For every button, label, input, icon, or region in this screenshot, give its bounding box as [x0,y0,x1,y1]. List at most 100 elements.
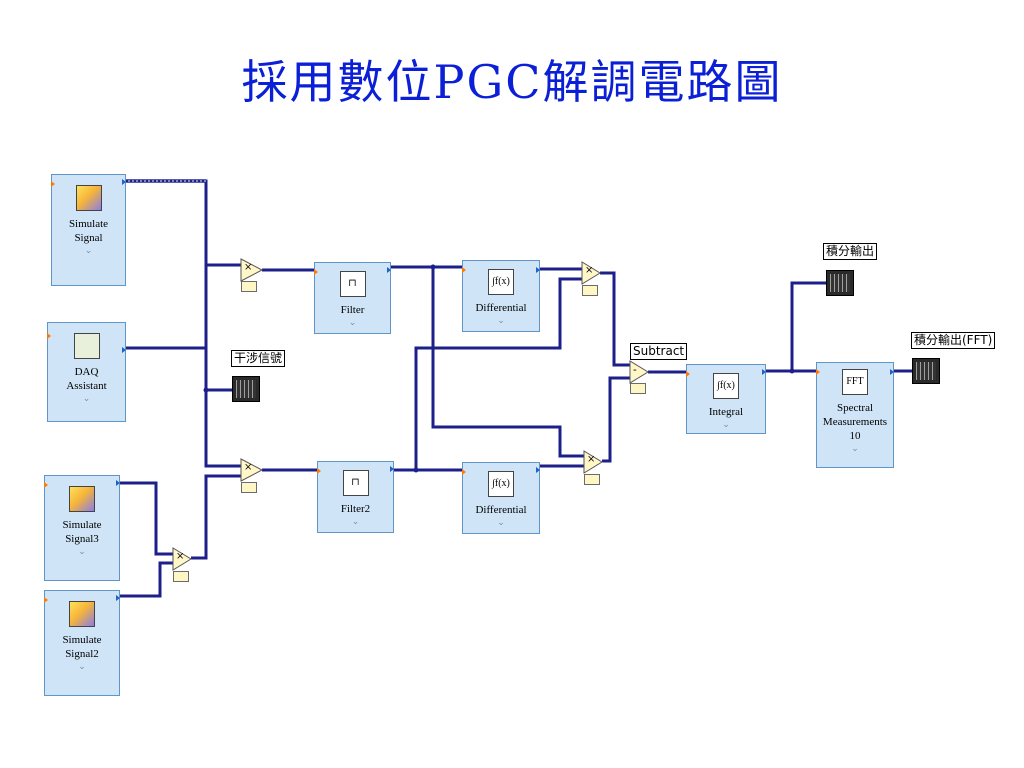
wire-mult-lower-out [191,474,243,560]
wire-sim3 [118,481,174,556]
junction-dot [789,368,795,374]
wire-mult3-sub [600,271,630,367]
differential-icon: ∫f(x) [488,269,514,295]
terminal-out-icon [536,267,540,273]
terminal-in-icon [816,369,820,375]
fft-icon: FFT [842,369,868,395]
waveform-graph-icon[interactable] [826,270,854,296]
expand-chevron-icon[interactable]: ⌄ [78,661,86,671]
terminal-out-icon [536,467,540,473]
block-simulate-signal2[interactable]: Simulate Signal2 ⌄ [44,590,120,696]
multiply-node-1 [240,258,264,282]
multiply-node-2 [240,458,264,482]
differential-icon: ∫f(x) [488,471,514,497]
expand-chevron-icon[interactable]: ⌄ [78,546,86,556]
op-tag-icon [630,383,646,394]
terminal-in-icon [462,267,466,273]
integral-icon: ∫f(x) [713,373,739,399]
multiply-symbol-2: × [244,462,253,473]
block-differential-top[interactable]: ∫f(x) Differential ⌄ [462,260,540,332]
expand-chevron-icon[interactable]: ⌄ [84,245,93,255]
block-daq-assistant[interactable]: DAQ Assistant ⌄ [47,322,126,422]
wire-sim-signal [126,179,243,267]
block-label-line2: Assistant [66,380,107,392]
block-integral[interactable]: ∫f(x) Integral ⌄ [686,364,766,434]
block-spectral-measurements[interactable]: FFT Spectral Measurements 10 ⌄ [816,362,894,468]
junction-dot [203,387,209,393]
wire-sim2 [118,561,174,598]
block-label-line1: DAQ [74,366,99,378]
label-integral-output-fft: 積分輸出(FFT) [911,332,996,349]
terminal-out-icon [116,595,120,601]
page-title: 採用數位PGC解調電路圖 [241,55,783,109]
block-differential-bottom[interactable]: ∫f(x) Differential ⌄ [462,462,540,534]
block-label-line3: 10 [849,430,861,442]
terminal-in-icon [462,469,466,475]
block-label-line1: Integral [708,406,744,418]
expand-chevron-icon[interactable]: ⌄ [497,315,505,325]
multiply-symbol-lower: × [176,551,185,562]
terminal-out-icon [116,480,120,486]
op-tag-icon [241,482,257,493]
terminal-out-icon [390,466,394,472]
block-label-line2: Measurements [822,416,888,428]
multiply-node-4 [583,450,603,474]
block-simulate-signal3[interactable]: Simulate Signal3 ⌄ [44,475,120,581]
junction-dot [413,467,419,473]
block-label-line1: Differential [475,302,527,314]
wire-filter-branch [431,267,585,458]
subtract-node [629,360,649,384]
expand-chevron-icon[interactable]: ⌄ [497,517,505,527]
simulate-signal-icon [69,601,95,627]
simulate-signal-icon [75,185,102,211]
terminal-in-icon [686,371,690,377]
terminal-in-icon [47,333,51,339]
block-label-line1: Simulate [62,519,102,531]
expand-chevron-icon[interactable]: ⌄ [851,443,859,453]
multiply-symbol-1: × [244,262,253,273]
terminal-in-icon [51,181,55,187]
terminal-out-icon [122,347,126,353]
block-filter[interactable]: ⊓ Filter ⌄ [314,262,391,334]
terminal-in-icon [314,269,318,275]
terminal-in-icon [44,482,48,488]
block-label-line1: Filter2 [340,503,371,515]
block-label-line1: Simulate [68,218,109,230]
simulate-signal-icon [69,486,95,512]
wire-mult4-sub [602,376,630,463]
terminal-in-icon [317,468,321,474]
expand-chevron-icon[interactable]: ⌄ [348,317,357,327]
terminal-in-icon [44,597,48,603]
wire-integral-graph [790,281,826,371]
junction-dot [430,264,436,270]
block-label-line1: Simulate [62,634,102,646]
bandpass-filter-icon: ⊓ [339,271,366,297]
terminal-out-icon [387,267,391,273]
waveform-graph-icon[interactable] [232,376,260,402]
bandpass-filter-icon: ⊓ [342,470,369,496]
multiply-node-lower [172,547,192,571]
block-label-line1: Spectral [836,402,874,414]
wire-filter2-branch [414,277,584,470]
multiply-symbol-4: × [587,454,596,465]
expand-chevron-icon[interactable]: ⌄ [351,516,360,526]
block-label-line2: Signal2 [65,648,99,660]
op-tag-icon [584,474,600,485]
expand-chevron-icon[interactable]: ⌄ [82,393,91,403]
block-label-line1: Differential [475,504,527,516]
multiply-symbol-3: × [585,265,594,276]
label-interference: 干涉信號 [231,350,286,367]
daq-assistant-icon [73,333,100,359]
op-tag-icon [241,281,257,292]
block-filter2[interactable]: ⊓ Filter2 ⌄ [317,461,394,533]
waveform-graph-icon[interactable] [912,358,940,384]
block-simulate-signal[interactable]: Simulate Signal ⌄ [51,174,126,286]
wire-trunk-left [204,265,243,468]
terminal-out-icon [762,369,766,375]
label-integral-output: 積分輸出 [823,243,878,260]
block-label-line2: Signal3 [65,533,99,545]
expand-chevron-icon[interactable]: ⌄ [722,419,730,429]
multiply-node-3 [581,261,601,285]
block-label-line1: Filter [340,304,365,316]
